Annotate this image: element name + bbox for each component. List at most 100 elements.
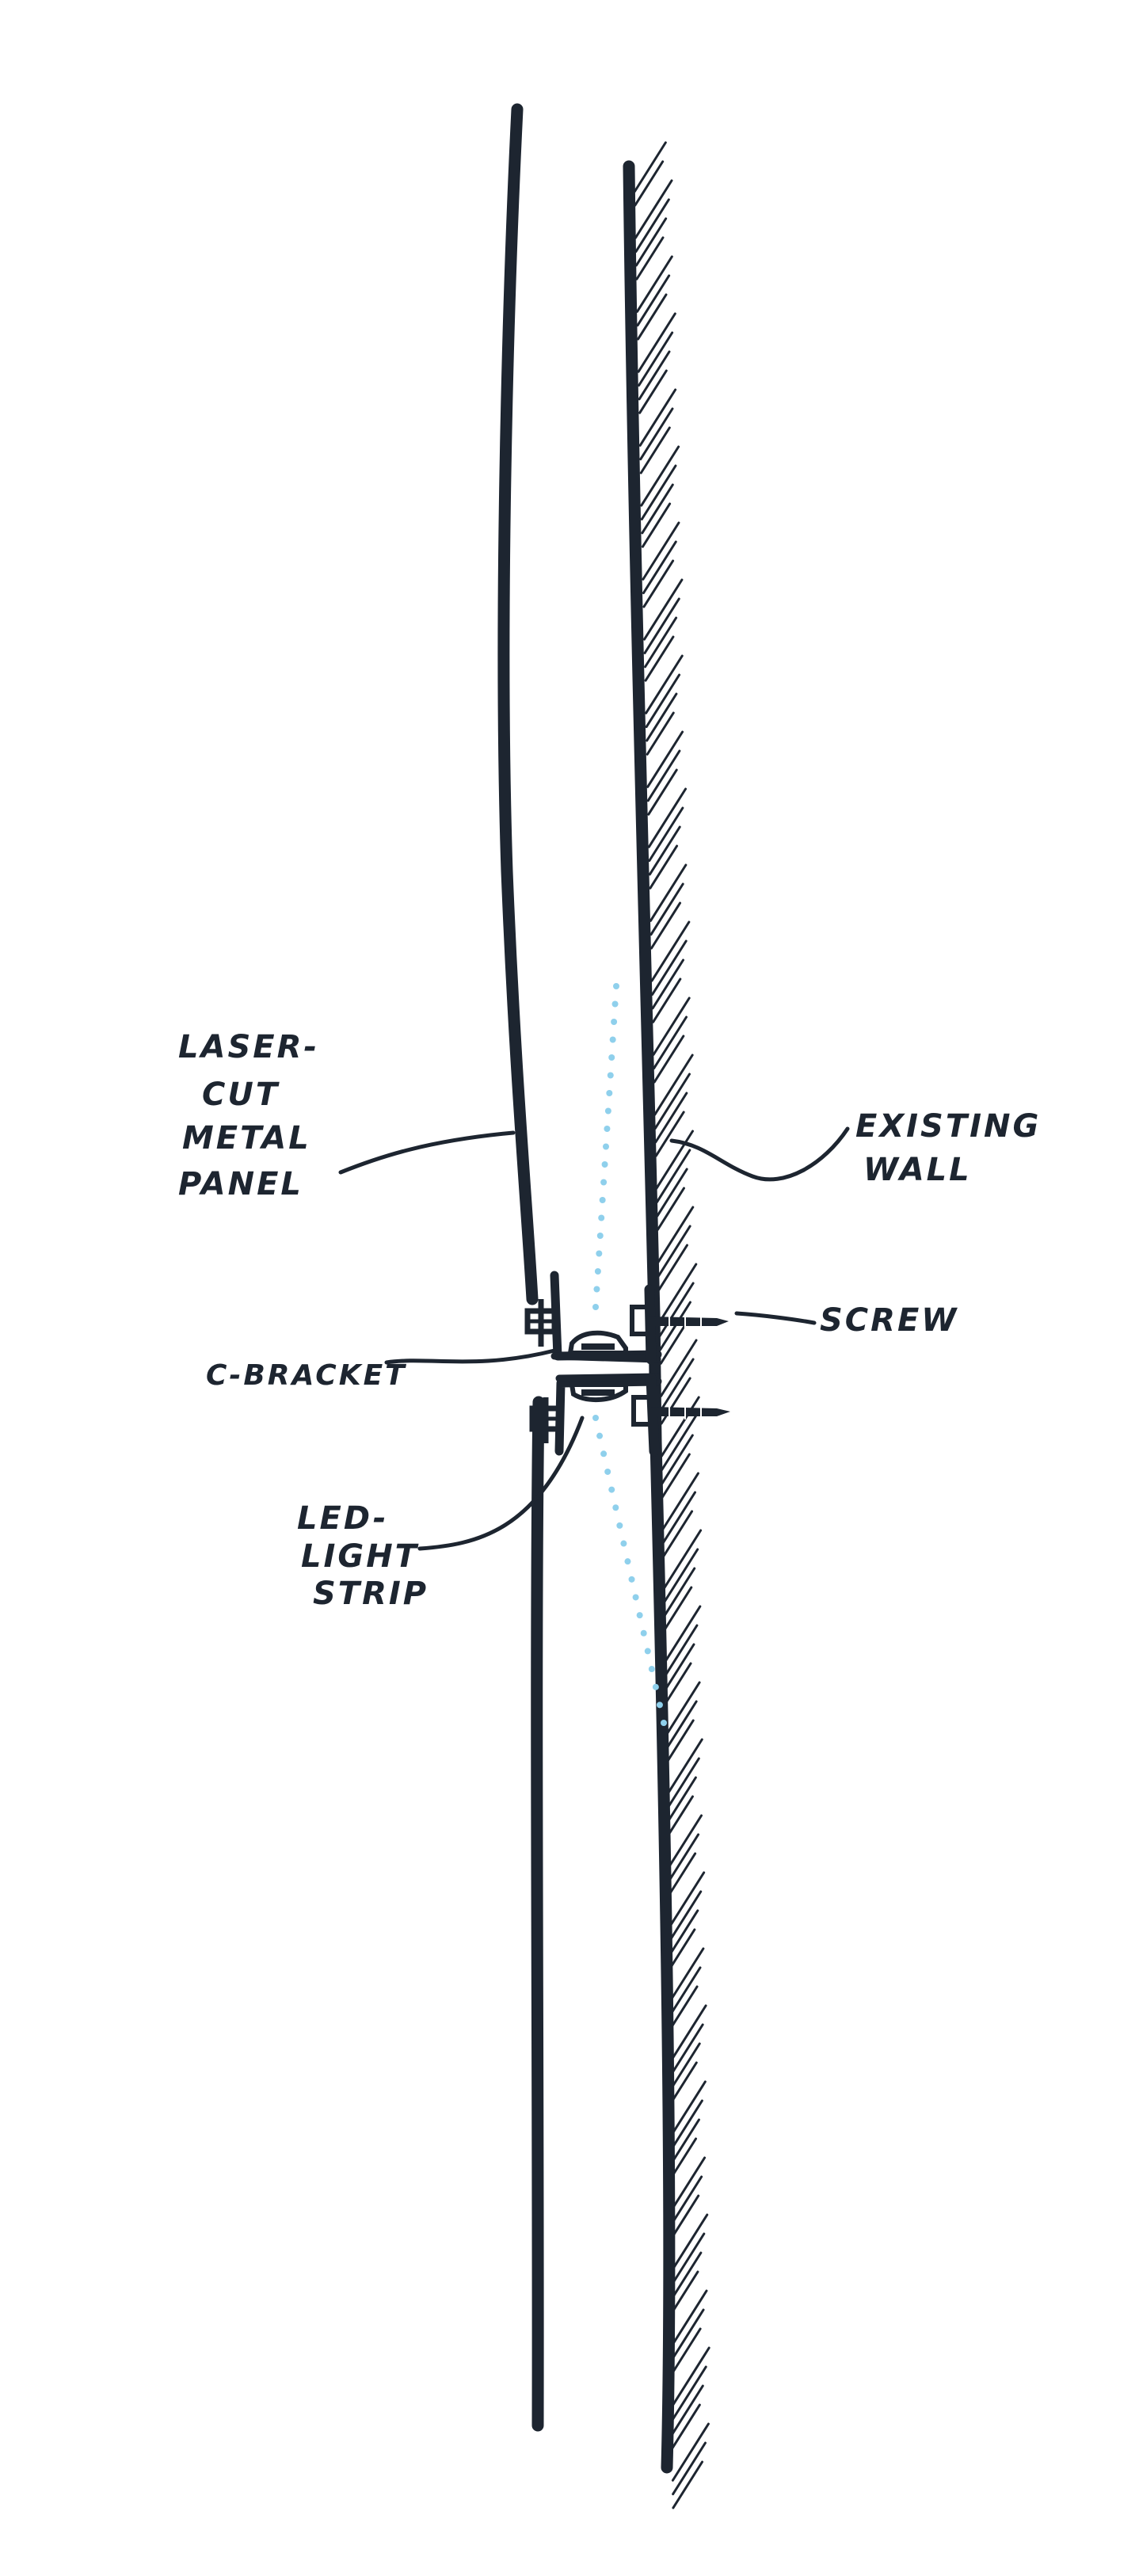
hatch-stroke xyxy=(648,806,684,862)
led-dot xyxy=(599,1197,606,1203)
bracket-leader xyxy=(384,1348,557,1365)
led-dot xyxy=(596,1250,603,1257)
hatch-stroke xyxy=(671,2365,707,2422)
hatch-stroke xyxy=(670,2346,710,2408)
hatch-stroke xyxy=(645,654,684,714)
led-dot xyxy=(592,1415,599,1421)
led-dot xyxy=(612,1504,619,1511)
led-dot xyxy=(600,1179,608,1186)
hatch-stroke xyxy=(669,2270,699,2315)
hatch-stroke xyxy=(642,559,675,608)
hatch-stroke xyxy=(652,996,691,1056)
hatch-stroke xyxy=(662,1605,702,1665)
panel-bolt-lower xyxy=(529,1397,562,1443)
hatch-stroke xyxy=(636,255,673,313)
panel-label: LASER- CUT METAL PANEL xyxy=(178,1029,333,1202)
hatch-stroke xyxy=(634,198,670,253)
panel-label-line: CUT xyxy=(202,1077,280,1113)
panel-label-line: METAL xyxy=(182,1120,311,1157)
hatch-stroke xyxy=(665,1814,703,1873)
led-label-line: LED- xyxy=(297,1500,388,1537)
hatch-stroke xyxy=(646,692,678,742)
hatch-stroke xyxy=(670,2327,702,2376)
led-dot xyxy=(604,1126,611,1132)
hatch-stroke xyxy=(638,350,671,401)
hatch-stroke xyxy=(647,768,678,816)
hatch-stroke xyxy=(654,1111,685,1157)
hatch-stroke xyxy=(671,2422,710,2482)
led-dot xyxy=(603,1143,609,1150)
led-dot xyxy=(596,1233,604,1239)
hatch-stroke xyxy=(664,1757,700,1812)
hatch-stroke xyxy=(660,1396,700,1458)
hatch-stroke xyxy=(657,1206,695,1263)
led-label-line: LIGHT xyxy=(301,1538,419,1575)
led-leader xyxy=(417,1416,585,1551)
hatch-stroke xyxy=(664,1738,703,1799)
wall-label-line: WALL xyxy=(863,1152,972,1188)
hatch-stroke xyxy=(651,958,685,1010)
hatch-stroke xyxy=(652,977,682,1023)
hatch-stroke xyxy=(650,901,682,950)
wall-leader xyxy=(669,1126,850,1182)
hatch-stroke xyxy=(661,1491,696,1545)
led-dot xyxy=(604,1468,611,1475)
wall-label: EXISTING WALL xyxy=(855,1108,1054,1188)
hatch-stroke xyxy=(636,274,671,327)
hatch-stroke xyxy=(646,749,681,802)
hatch-stroke xyxy=(669,2213,709,2274)
hatch-stroke xyxy=(656,1168,688,1218)
hatch-stroke xyxy=(649,844,679,890)
hatch-stroke xyxy=(651,939,688,996)
hatch-stroke xyxy=(661,1529,703,1591)
hatch-stroke xyxy=(650,920,691,982)
hatch-stroke xyxy=(664,1700,698,1753)
hatch-stroke xyxy=(649,863,688,922)
panel-bolt-upper xyxy=(524,1299,558,1347)
screw-label: SCREW xyxy=(820,1302,958,1339)
hatch-stroke xyxy=(640,464,677,520)
hatch-stroke xyxy=(660,1358,695,1412)
hatch-stroke xyxy=(653,1035,685,1084)
hatch-stroke xyxy=(656,1187,685,1231)
led-dot xyxy=(661,1720,667,1726)
hatch-stroke xyxy=(644,635,675,682)
panel-label-line: LASER- xyxy=(178,1029,319,1065)
hatch-stroke xyxy=(661,1510,694,1559)
hatch-stroke xyxy=(658,1263,698,1324)
hatch-stroke xyxy=(663,1624,699,1679)
led-dot xyxy=(613,983,619,989)
hatch-stroke xyxy=(640,445,680,507)
hatch-stroke xyxy=(661,1415,697,1471)
metal-panel-lower xyxy=(531,1396,545,2432)
hatch-stroke xyxy=(643,578,684,641)
hatch-stroke xyxy=(664,1719,695,1766)
screw-leader xyxy=(734,1311,817,1325)
led-dot xyxy=(644,1648,651,1655)
hatch-stroke xyxy=(662,1567,696,1619)
hatch-stroke xyxy=(667,2004,707,2067)
screw-upper xyxy=(630,1305,729,1336)
led-strip-lower xyxy=(569,1382,628,1403)
hatch-stroke xyxy=(638,331,674,387)
hatch-stroke xyxy=(668,2099,703,2155)
led-strip-upper xyxy=(567,1330,628,1355)
hatch-stroke xyxy=(669,2156,707,2214)
led-dot xyxy=(592,1304,599,1310)
hatch-stroke xyxy=(648,825,681,876)
led-dot xyxy=(604,1107,611,1115)
hatch-stroke xyxy=(667,2023,704,2080)
hatch-stroke xyxy=(663,1643,695,1693)
hatch-stroke xyxy=(665,1833,700,1887)
led-label-line: STRIP xyxy=(313,1576,429,1612)
hatch-stroke xyxy=(649,882,684,936)
led-dot xyxy=(616,1522,623,1529)
hatch-stroke xyxy=(669,2251,703,2302)
led-dot xyxy=(656,1701,663,1709)
wall-hatching xyxy=(633,141,710,2509)
hatch-stroke xyxy=(665,1776,697,1827)
hatch-stroke xyxy=(671,2384,704,2436)
led-dot xyxy=(596,1432,604,1439)
hatch-stroke xyxy=(665,1871,706,1933)
hatch-stroke xyxy=(645,673,681,729)
